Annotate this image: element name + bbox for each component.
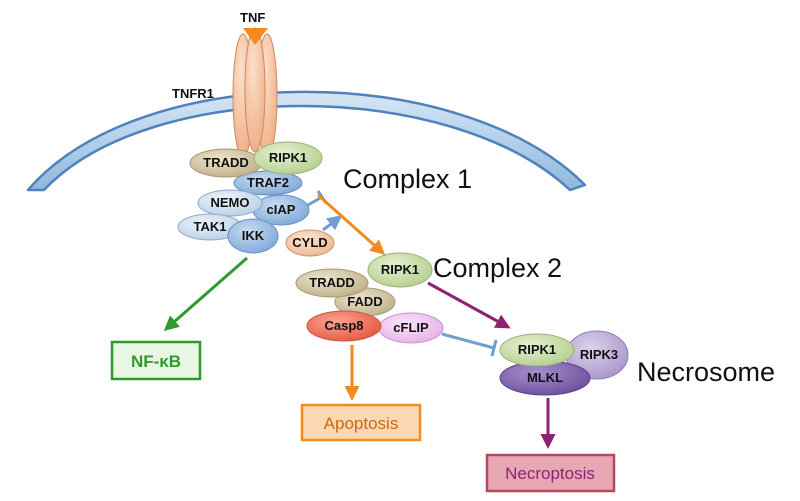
tradd-label: TRADD — [203, 155, 249, 170]
ripk1-label: RIPK1 — [269, 150, 307, 165]
ikk-label: IKK — [242, 228, 265, 243]
nemo-label: NEMO — [211, 195, 250, 210]
ripk1-necrosome-label: RIPK1 — [518, 342, 556, 357]
ripk3-label: RIPK3 — [580, 347, 618, 362]
ripk1-necrosome-protein — [499, 333, 575, 367]
complex2-to-necrosome-arrow — [427, 281, 511, 329]
casp8-protein — [306, 310, 382, 342]
apoptosis-outcome-box: Apoptosis — [300, 403, 422, 442]
nfkb-label: NF-κB — [131, 352, 181, 371]
tradd2-protein — [295, 268, 369, 298]
ripk1-protein — [253, 141, 323, 175]
complex1-proteins: TRAF2 TRADD RIPK1 cIAP NEMO TAK1 IKK — [177, 141, 323, 254]
tak1-label: TAK1 — [194, 219, 227, 234]
cell-membrane — [26, 90, 587, 192]
cyld-label: CYLD — [292, 235, 327, 250]
fadd-label: FADD — [347, 294, 382, 309]
tnfr1-receptor — [232, 27, 278, 159]
necrosome-proteins: RIPK3 MLKL RIPK1 — [499, 330, 629, 396]
nemo-protein — [197, 189, 263, 217]
nfkb-outcome-box: NF-κB — [110, 340, 202, 381]
necrosome-title: Necrosome — [637, 357, 775, 387]
mlkl-label: MLKL — [527, 370, 563, 385]
cflip-inhibition-line — [441, 332, 498, 357]
complex2-title: Complex 2 — [433, 253, 562, 283]
ikk-to-nfkb-arrow — [163, 256, 248, 331]
casp8-label: Casp8 — [324, 318, 363, 333]
complex1-title: Complex 1 — [343, 164, 472, 194]
complex2-proteins: FADD TRADD RIPK1 cFLIP Casp8 — [295, 252, 444, 344]
complex1-to-complex2-arrow — [317, 193, 386, 255]
cflip-label: cFLIP — [393, 320, 429, 335]
ciap-label: cIAP — [267, 202, 296, 217]
ripk1-complex2-protein — [367, 252, 433, 288]
apoptosis-label: Apoptosis — [324, 414, 399, 433]
cyld-protein — [285, 229, 335, 257]
tnf-ligand-icon — [243, 28, 268, 45]
traf2-label: TRAF2 — [247, 175, 289, 190]
ikk-protein — [227, 218, 279, 254]
ripk1-complex2-label: RIPK1 — [381, 262, 419, 277]
tradd2-label: TRADD — [309, 275, 355, 290]
tnf-label: TNF — [240, 10, 265, 25]
tnfr1-label: TNFR1 — [172, 86, 214, 101]
necroptosis-outcome-box: Necroptosis — [485, 453, 616, 493]
necroptosis-label: Necroptosis — [505, 464, 595, 483]
cyld-arrow — [322, 215, 343, 232]
